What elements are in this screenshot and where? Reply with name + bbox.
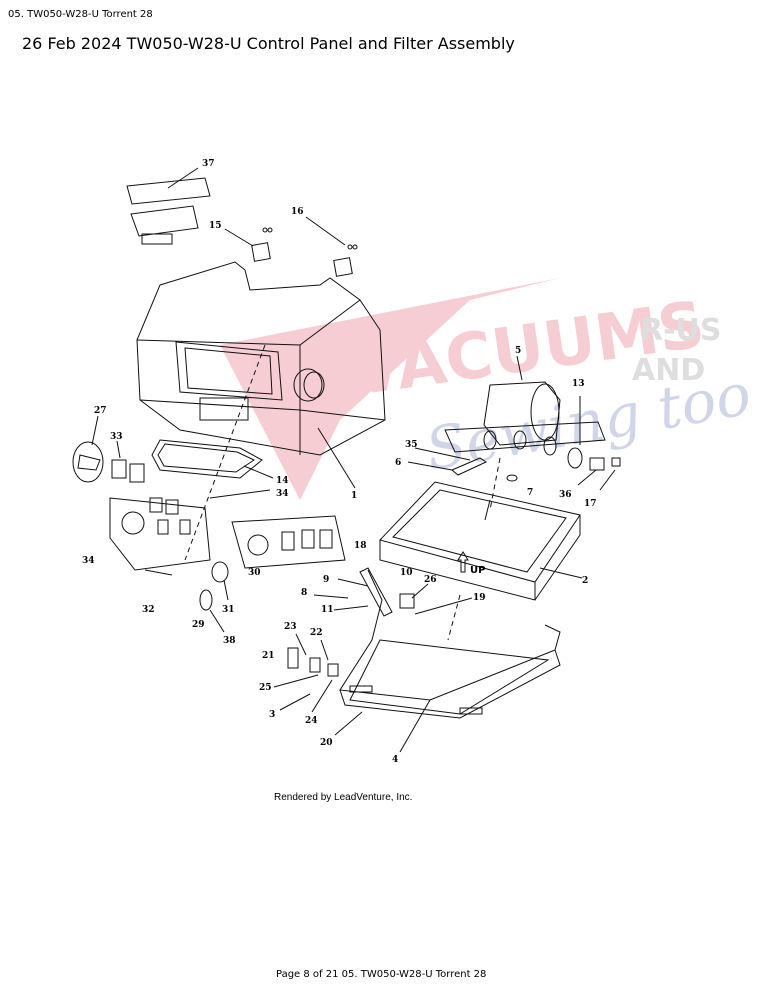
part-4-frame bbox=[339, 569, 561, 753]
callout-26: 26 bbox=[424, 575, 437, 585]
callout-31: 31 bbox=[222, 605, 235, 615]
callout-36: 36 bbox=[559, 490, 572, 500]
part-17-36-switch bbox=[577, 457, 621, 491]
part-9-arm bbox=[313, 567, 473, 617]
part-5-motor bbox=[414, 355, 606, 469]
part-37-kit bbox=[126, 167, 211, 245]
part-6-strip bbox=[407, 457, 518, 482]
alignment-lines bbox=[184, 344, 501, 641]
callout-27: 27 bbox=[94, 406, 107, 416]
part-1-housing bbox=[136, 261, 386, 489]
part-2-filter bbox=[379, 481, 583, 601]
callout-30: 30 bbox=[248, 568, 261, 578]
callout-15: 15 bbox=[209, 221, 222, 231]
callout-6: 6 bbox=[395, 458, 401, 468]
callout-19: 19 bbox=[473, 593, 486, 603]
callout-5: 5 bbox=[515, 346, 521, 356]
callout-38: 38 bbox=[223, 636, 236, 646]
callout-24: 24 bbox=[305, 716, 318, 726]
part-30-label bbox=[231, 515, 346, 569]
up-marker: UP bbox=[457, 551, 485, 576]
part-16-bracket bbox=[262, 216, 358, 277]
callout-11: 11 bbox=[321, 605, 334, 615]
callout-16: 16 bbox=[291, 207, 304, 217]
callout-10: 10 bbox=[400, 568, 413, 578]
callout-21: 21 bbox=[262, 651, 275, 661]
callout-29: 29 bbox=[192, 620, 205, 630]
part-33-switches bbox=[111, 440, 145, 483]
watermark-text-3: AND bbox=[632, 353, 705, 388]
callout-3: 3 bbox=[269, 710, 275, 720]
callout-34b: 34 bbox=[82, 556, 95, 566]
callout-22: 22 bbox=[310, 628, 323, 638]
callout-32: 32 bbox=[142, 605, 155, 615]
callout-37: 37 bbox=[202, 159, 215, 169]
part-27-knob bbox=[72, 415, 104, 483]
callout-25: 25 bbox=[259, 683, 272, 693]
part-21-25-latch bbox=[273, 633, 363, 736]
callout-1: 1 bbox=[351, 491, 357, 501]
page-footer: Page 8 of 21 05. TW050-W28-U Torrent 28 bbox=[276, 969, 487, 980]
callouts: 37 16 15 5 13 27 33 35 6 7 14 34 1 36 17… bbox=[82, 159, 597, 765]
control-plate bbox=[109, 489, 271, 576]
callout-4: 4 bbox=[392, 755, 398, 765]
up-label: UP bbox=[470, 565, 485, 576]
callout-2: 2 bbox=[582, 576, 588, 586]
watermark-text-2: R-US bbox=[640, 313, 722, 348]
part-14-gasket bbox=[151, 439, 274, 479]
callout-9: 9 bbox=[323, 575, 329, 585]
callout-18: 18 bbox=[354, 541, 367, 551]
callout-8: 8 bbox=[301, 588, 307, 598]
callout-14: 14 bbox=[276, 476, 289, 486]
callout-7: 7 bbox=[527, 488, 533, 498]
part-15-bracket bbox=[224, 228, 271, 262]
callout-23: 23 bbox=[284, 622, 297, 632]
callout-17: 17 bbox=[584, 499, 597, 509]
callout-34a: 34 bbox=[276, 489, 289, 499]
part-31-38-plug bbox=[199, 561, 229, 633]
callout-35: 35 bbox=[405, 440, 418, 450]
page-title: 26 Feb 2024 TW050-W28-U Control Panel an… bbox=[22, 34, 515, 53]
callout-13: 13 bbox=[572, 379, 585, 389]
doc-reference: 05. TW050-W28-U Torrent 28 bbox=[8, 9, 153, 20]
rendered-by-credit: Rendered by LeadVenture, Inc. bbox=[274, 792, 413, 803]
callout-20: 20 bbox=[320, 738, 333, 748]
callout-33: 33 bbox=[110, 432, 123, 442]
